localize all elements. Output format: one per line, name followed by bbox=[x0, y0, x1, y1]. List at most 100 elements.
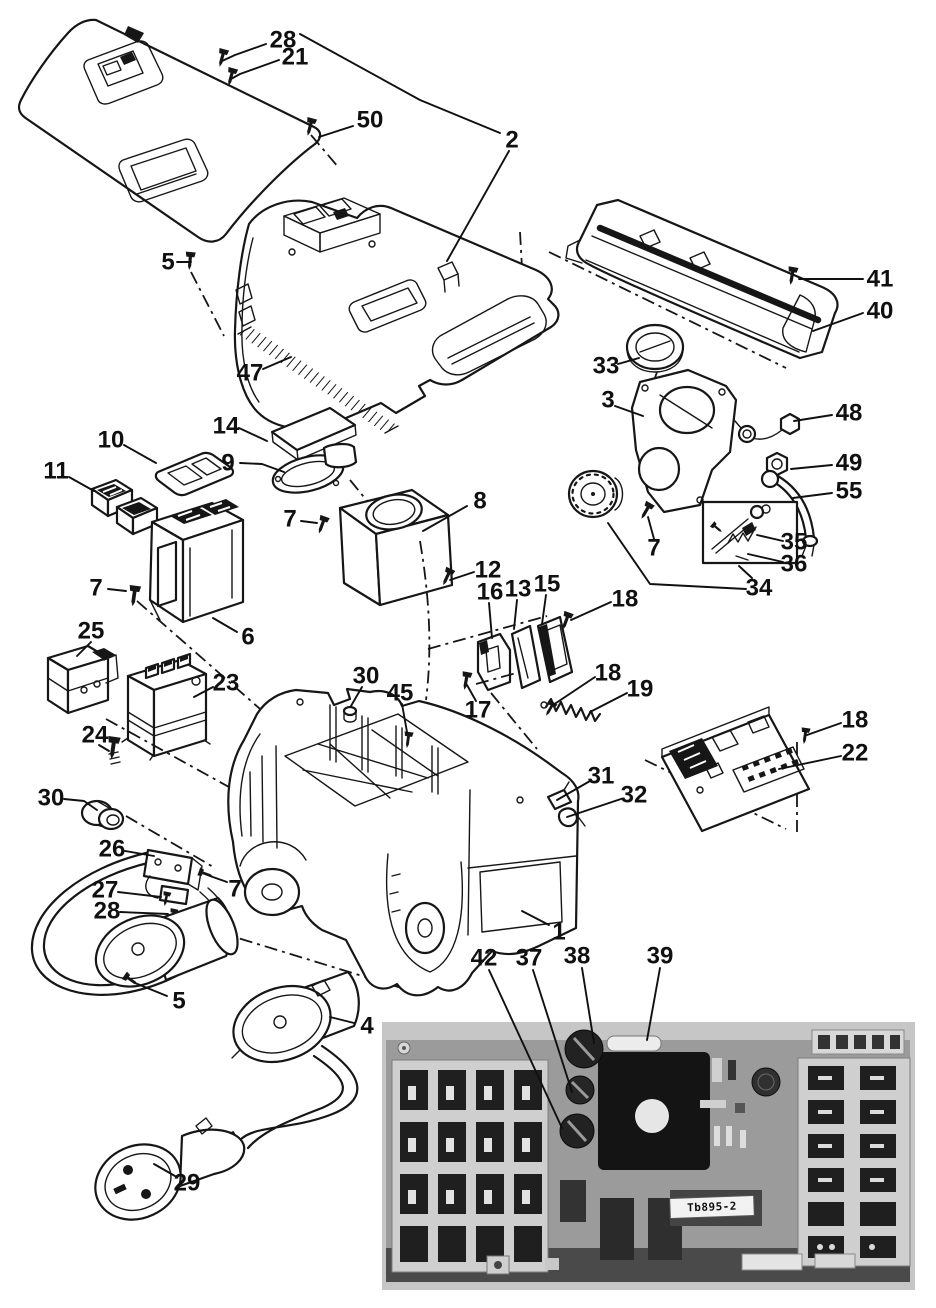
callout-8: 8 bbox=[422, 488, 487, 532]
callout-28: 28 bbox=[94, 898, 169, 925]
part-number-label: 9 bbox=[221, 450, 234, 477]
callout-31: 31 bbox=[556, 763, 615, 801]
part-number-label: 28 bbox=[94, 898, 121, 925]
part-number-label: 15 bbox=[534, 571, 561, 598]
callout-21: 21 bbox=[230, 44, 309, 80]
part-number-label: 10 bbox=[98, 427, 125, 454]
callout-49: 49 bbox=[790, 450, 862, 477]
part-number-label: 13 bbox=[505, 576, 532, 603]
part-number-label: 30 bbox=[353, 663, 380, 690]
left-connector-block bbox=[391, 1041, 549, 1273]
callout-18: 18 bbox=[570, 586, 638, 621]
top-cover-part bbox=[17, 18, 322, 243]
callout-28: 28 bbox=[221, 27, 297, 62]
part-number-label: 50 bbox=[357, 107, 384, 134]
callout-27: 27 bbox=[92, 877, 162, 904]
part-number-label: 55 bbox=[836, 478, 863, 505]
part-number-label: 7 bbox=[89, 575, 102, 602]
callout-5: 5 bbox=[134, 982, 186, 1015]
part-number-label: 4 bbox=[360, 1013, 374, 1040]
callout-17: 17 bbox=[465, 684, 492, 724]
part-number-label: 39 bbox=[647, 943, 674, 970]
callout-18: 18 bbox=[552, 660, 621, 706]
part-number-label: 5 bbox=[172, 988, 185, 1015]
callout-42: 42 bbox=[471, 945, 563, 1129]
callout-12: 12 bbox=[449, 557, 502, 584]
part-number-label: 27 bbox=[92, 877, 119, 904]
part-number-label: 7 bbox=[228, 876, 241, 903]
callout-7: 7 bbox=[89, 575, 127, 602]
part-number-label: 28 bbox=[270, 27, 297, 54]
part-number-label: 7 bbox=[283, 506, 296, 533]
middle-cover-part bbox=[233, 197, 560, 434]
part-number-label: 29 bbox=[174, 1170, 201, 1197]
callout-15: 15 bbox=[534, 571, 561, 625]
callout-3: 3 bbox=[601, 387, 644, 417]
callout-13: 13 bbox=[505, 576, 532, 630]
board-label: Tb895-2 bbox=[687, 1200, 737, 1215]
callout-7: 7 bbox=[283, 506, 318, 533]
callout-40: 40 bbox=[812, 298, 894, 332]
callout-22: 22 bbox=[778, 740, 868, 770]
callout-39: 39 bbox=[646, 943, 674, 1041]
gauge-panel-group bbox=[567, 323, 819, 565]
part-number-label: 21 bbox=[282, 44, 309, 71]
callout-50: 50 bbox=[318, 107, 384, 138]
part-number-label: 11 bbox=[43, 458, 68, 485]
callout-55: 55 bbox=[792, 478, 863, 505]
right-connector-block bbox=[797, 1039, 911, 1267]
part-number-label: 33 bbox=[593, 353, 620, 380]
callout-18: 18 bbox=[806, 707, 869, 736]
callout-47: 47 bbox=[237, 356, 292, 387]
handle-rail-part bbox=[548, 198, 839, 369]
part-number-label: 37 bbox=[516, 945, 543, 972]
fuse bbox=[606, 1035, 662, 1052]
part-number-label: 19 bbox=[627, 676, 654, 703]
part-number-label: 17 bbox=[465, 697, 492, 724]
part-number-label: 32 bbox=[621, 782, 648, 809]
part-number-label: 12 bbox=[475, 557, 502, 584]
callout-4: 4 bbox=[329, 1013, 374, 1040]
part-number-label: 16 bbox=[477, 579, 504, 606]
callout-37: 37 bbox=[516, 945, 573, 1093]
part-number-label: 18 bbox=[842, 707, 869, 734]
control-pcb-part bbox=[644, 706, 811, 833]
micro-switch-parts-group bbox=[427, 610, 602, 750]
part-number-label: 45 bbox=[387, 680, 414, 707]
part-number-label: 40 bbox=[867, 298, 894, 325]
callout-32: 32 bbox=[566, 782, 648, 818]
part-number-label: 31 bbox=[588, 763, 615, 790]
part-number-label: 5 bbox=[161, 249, 174, 276]
callout-36: 36 bbox=[747, 551, 808, 578]
part-number-label: 6 bbox=[241, 624, 254, 651]
part-number-label: 48 bbox=[836, 400, 863, 427]
main-housing-part bbox=[227, 687, 586, 997]
part-number-label: 38 bbox=[564, 943, 591, 970]
part-number-label: 7 bbox=[647, 535, 660, 562]
tank-and-switch-group bbox=[90, 406, 456, 624]
callout-9: 9 bbox=[221, 450, 285, 477]
callout-29: 29 bbox=[153, 1163, 201, 1197]
cord-and-caps-group bbox=[30, 848, 360, 1221]
callout-41: 41 bbox=[798, 266, 893, 293]
part-number-label: 35 bbox=[781, 529, 808, 556]
callout-14: 14 bbox=[213, 413, 268, 442]
part-number-label: 36 bbox=[781, 551, 808, 578]
pcb-photo-inset: Tb895-2 bbox=[382, 1022, 915, 1290]
callout-38: 38 bbox=[564, 943, 595, 1044]
callout-24: 24 bbox=[82, 722, 110, 752]
part-number-label: 8 bbox=[473, 488, 486, 515]
electrics-blocks-group bbox=[46, 644, 216, 869]
callout-2: 2 bbox=[299, 33, 519, 262]
callout-7: 7 bbox=[209, 875, 242, 903]
callout-35: 35 bbox=[756, 529, 808, 556]
callout-23: 23 bbox=[193, 670, 239, 698]
callout-25: 25 bbox=[76, 618, 104, 657]
callout-1: 1 bbox=[521, 910, 566, 946]
part-number-label: 24 bbox=[82, 722, 109, 749]
part-number-label: 26 bbox=[99, 836, 126, 863]
callout-11: 11 bbox=[43, 458, 95, 492]
callout-30: 30 bbox=[38, 785, 98, 812]
part-number-label: 42 bbox=[471, 945, 498, 972]
